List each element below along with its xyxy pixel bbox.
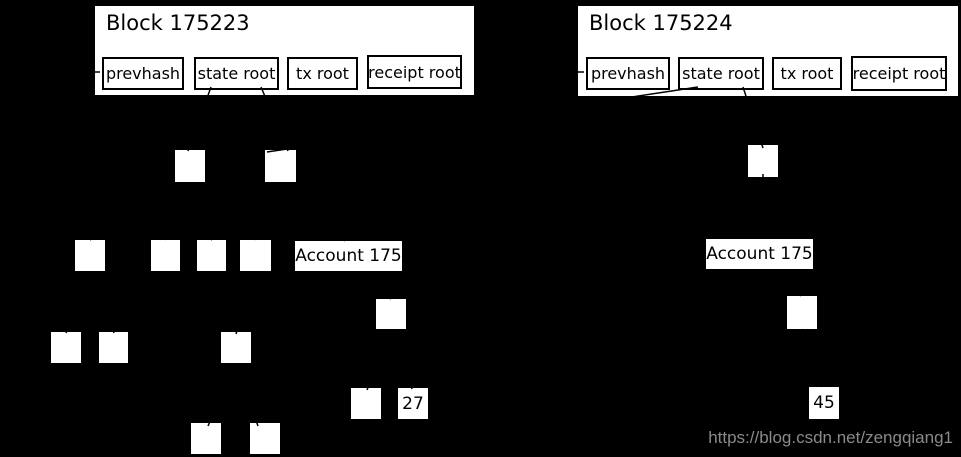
link-old-tree (280, 182, 346, 242)
link-old-tree (235, 363, 259, 427)
link-old-tree (89, 182, 191, 241)
trie-node (375, 298, 407, 330)
trie-node (196, 239, 227, 272)
watermark-text: https://blog.csdn.net/zengqiang1 (708, 428, 953, 447)
block-175224-txroot-box: tx root (772, 57, 842, 90)
trie-node (249, 422, 281, 455)
trie-node (264, 149, 297, 183)
trie-node (150, 239, 181, 272)
account-node-new: Account 175 (705, 238, 814, 270)
block-175223-stateroot-box: state root (194, 57, 279, 90)
block-175223-prevhash-box: prevhash (102, 57, 184, 90)
value-node-old: 27 (397, 387, 429, 420)
block-175224-prevhash-box: prevhash (586, 57, 670, 90)
link-old-tree (164, 182, 191, 241)
trie-node (50, 331, 82, 364)
link-old-tree (65, 271, 91, 334)
account-node-old: Account 175 (294, 240, 403, 272)
link-old-tree (89, 271, 115, 334)
link-new-tree (777, 269, 802, 297)
trie-node (220, 331, 252, 364)
trie-node (74, 239, 106, 272)
trie-node (190, 422, 222, 455)
link-old-tree (390, 330, 413, 390)
value-node-new: 45 (808, 386, 840, 420)
block-175223-receiptroot-box: receipt root (367, 55, 462, 89)
trie-node (239, 239, 272, 272)
link-old-tree (210, 182, 282, 241)
block-175223-header: Block 175223 prevhash state root tx root… (93, 4, 476, 97)
link-old-tree (366, 330, 392, 391)
trie-node-new (747, 144, 779, 178)
trie-node (350, 387, 382, 420)
link-old-tree (207, 363, 237, 427)
block-175224-title: Block 175224 (589, 11, 733, 35)
trie-node-new (786, 295, 818, 330)
block-175224-header: Block 175224 prevhash state root tx root… (576, 4, 960, 98)
block-175224-stateroot-box: state root (678, 57, 764, 90)
trie-node (98, 331, 129, 364)
link-old-tree (235, 271, 256, 335)
block-175223-txroot-box: tx root (287, 57, 358, 90)
trie-node (174, 149, 206, 183)
link-new-tree (801, 328, 823, 388)
link-old-tree (254, 182, 282, 241)
block-175224-receiptroot-box: receipt root (851, 56, 947, 91)
link-old-tree (347, 271, 392, 300)
block-175223-title: Block 175223 (106, 11, 250, 35)
